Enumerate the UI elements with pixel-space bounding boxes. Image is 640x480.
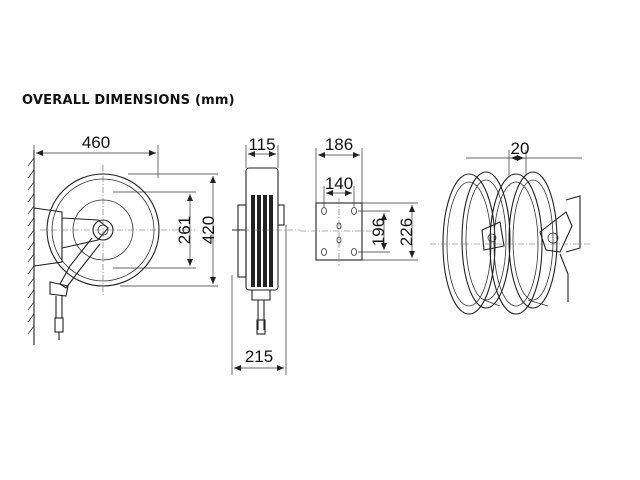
front-nozzle <box>256 319 266 335</box>
front-hose-guide <box>251 290 271 301</box>
dim-196-label: 196 <box>369 218 388 246</box>
dim-140-label: 140 <box>325 174 353 193</box>
dim-20-label: 20 <box>511 139 530 158</box>
page-title: OVERALL DIMENSIONS (mm) <box>22 93 235 108</box>
dim-226-label: 226 <box>397 218 416 246</box>
dim-261-label: 261 <box>175 216 194 244</box>
hose-windings <box>251 195 273 287</box>
wall-hatching <box>27 150 35 345</box>
front-view: 115 215 <box>231 135 300 375</box>
front-drum <box>245 167 279 291</box>
front-wall-plate <box>237 204 247 278</box>
support-arm <box>61 217 109 249</box>
reel-2 <box>489 171 573 315</box>
reel-1 <box>442 171 511 315</box>
multi-bracket <box>565 195 581 253</box>
dim-420-label: 420 <box>199 216 218 244</box>
side-view: 460 420 261 <box>27 133 218 345</box>
nozzle <box>54 317 64 333</box>
dim-186-label: 186 <box>325 135 353 154</box>
hose <box>55 296 63 318</box>
multi-reel-view: 20 <box>430 139 590 315</box>
bracket-holes <box>321 207 357 256</box>
bracket-view: 186 140 196 226 <box>300 135 418 266</box>
dim-115-label: 115 <box>248 135 275 154</box>
dim-460-label: 460 <box>82 133 110 152</box>
wall-bracket <box>33 207 63 267</box>
swivel-fitting <box>49 281 69 297</box>
dim-215-label: 215 <box>245 347 273 366</box>
hose-guide-arm <box>59 237 101 289</box>
